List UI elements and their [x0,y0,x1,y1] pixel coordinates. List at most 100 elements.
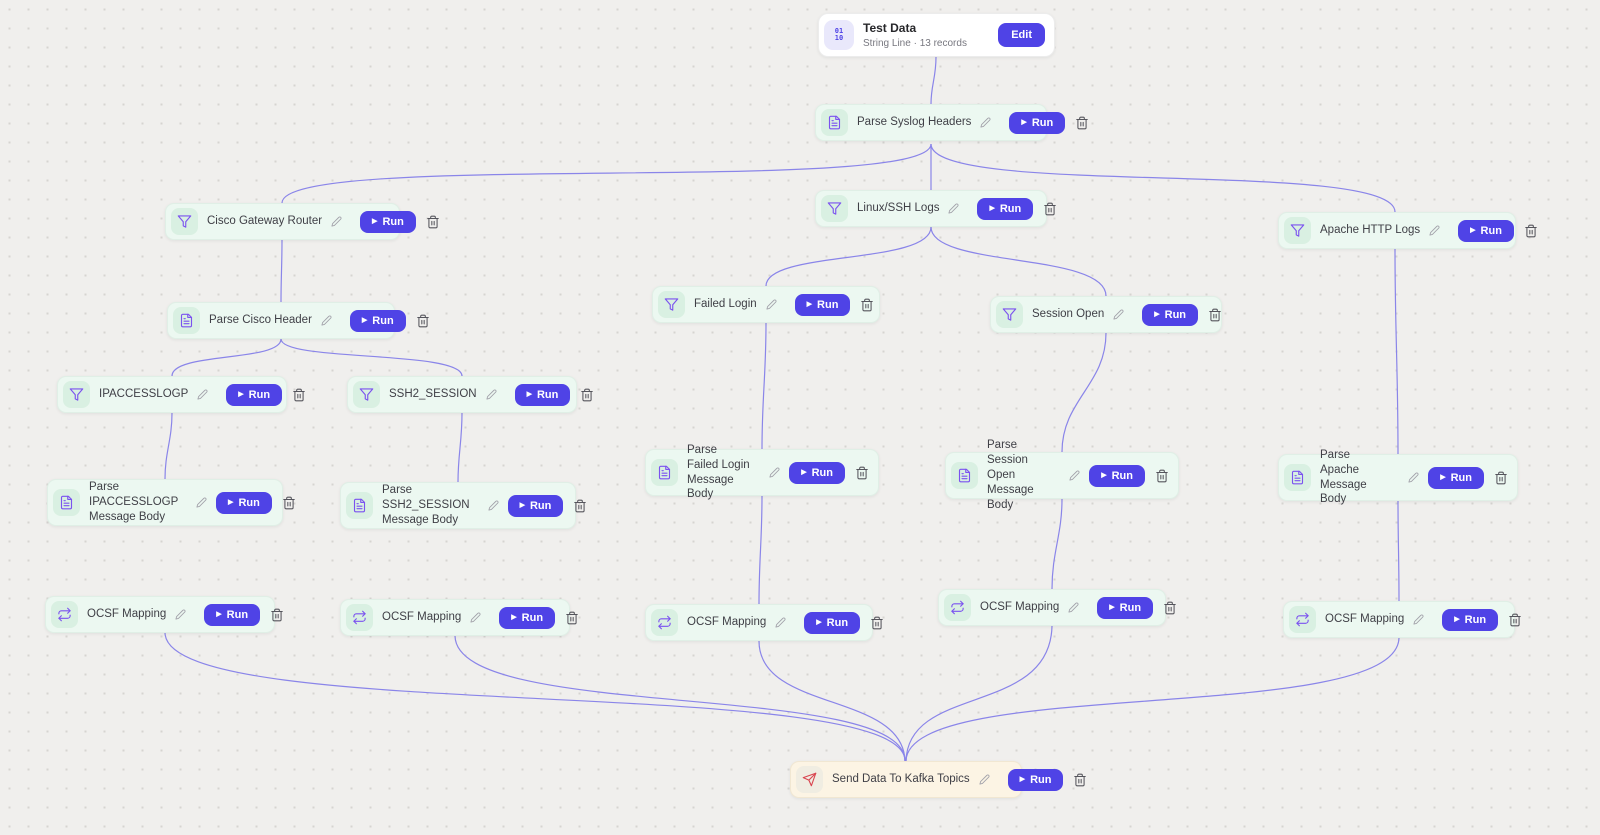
rename-pencil-icon[interactable] [769,467,780,478]
node-parse-session-open-message-body[interactable]: Parse Session Open Message Body ▶Run [945,439,1179,511]
run-button[interactable]: ▶Run [204,603,261,626]
run-button[interactable]: ▶Run [216,491,272,514]
rename-pencil-icon[interactable] [775,617,786,628]
delete-icon[interactable] [1163,601,1177,615]
node-ocsf-mapping-failed-login[interactable]: OCSF Mapping ▶Run [645,604,873,641]
delete-icon[interactable] [270,608,284,622]
run-label: Run [536,388,559,401]
run-button[interactable]: ▶Run [1089,464,1145,487]
delete-icon[interactable] [580,388,594,402]
delete-icon[interactable] [565,611,579,625]
rename-pencil-icon[interactable] [486,389,497,400]
node-subtitle: String Line · 13 records [863,38,967,50]
delete-icon[interactable] [282,496,296,510]
node-apache-http-logs[interactable]: Apache HTTP Logs ▶Run [1278,212,1516,249]
delete-icon[interactable] [1155,469,1169,483]
delete-icon[interactable] [1075,116,1089,130]
rename-pencil-icon[interactable] [175,609,186,620]
node-parse-ssh2-session-message-body[interactable]: Parse SSH2_SESSION Message Body ▶Run [340,482,576,529]
node-parse-failed-login-message-body[interactable]: Parse Failed Login Message Body ▶Run [645,444,879,500]
rename-pencil-icon[interactable] [980,117,991,128]
edge [164,412,173,480]
rename-pencil-icon[interactable] [197,389,208,400]
node-parse-apache-message-body[interactable]: Parse Apache Message Body ▶Run [1278,449,1518,505]
delete-icon[interactable] [1043,202,1057,216]
delete-icon[interactable] [573,499,587,513]
node-session-open[interactable]: Session Open ▶Run [990,296,1222,333]
play-icon: ▶ [372,218,378,225]
delete-icon[interactable] [855,466,869,480]
node-title: OCSF Mapping [980,601,1060,614]
run-label: Run [1031,116,1054,129]
delete-icon[interactable] [1208,308,1222,322]
delete-icon[interactable] [1494,471,1508,485]
node-title: Parse Session Open Message Body [987,439,1034,511]
node-cisco-gateway-router[interactable]: Cisco Gateway Router ▶Run [165,203,400,240]
rename-pencil-icon[interactable] [948,203,959,214]
rename-pencil-icon[interactable] [488,500,499,511]
rename-pencil-icon[interactable] [331,216,342,227]
node-title: Parse SSH2_SESSION Message Body [382,484,470,526]
node-parse-cisco-header[interactable]: Parse Cisco Header ▶Run [167,302,395,339]
run-button[interactable]: ▶Run [1458,219,1514,242]
node-failed-login[interactable]: Failed Login ▶Run [652,286,880,323]
run-button[interactable]: ▶Run [1009,111,1066,134]
run-button[interactable]: ▶Run [349,309,406,332]
node-ocsf-mapping-session-open[interactable]: OCSF Mapping ▶Run [938,589,1166,626]
run-button[interactable]: ▶ Run [360,210,416,233]
run-button[interactable]: ▶Run [507,494,564,517]
node-ocsf-mapping-apache[interactable]: OCSF Mapping ▶Run [1283,601,1515,638]
run-button[interactable]: ▶Run [226,383,283,406]
filter-icon [821,195,848,222]
run-button[interactable]: ▶Run [499,606,556,629]
run-button[interactable]: ▶Run [1007,768,1064,791]
delete-icon[interactable] [870,616,884,630]
run-button[interactable]: ▶Run [789,461,845,484]
node-parse-syslog-headers[interactable]: Parse Syslog Headers ▶Run [815,104,1047,141]
rename-pencil-icon[interactable] [1113,309,1124,320]
node-title: Parse IPACCESSLOGP Message Body [89,481,179,523]
delete-icon[interactable] [1508,613,1522,627]
play-icon: ▶ [1019,776,1026,783]
rename-pencil-icon[interactable] [979,774,990,785]
run-button[interactable]: ▶Run [804,611,861,634]
node-title: Test Data [863,20,917,35]
run-button[interactable]: ▶Run [1097,596,1154,619]
delete-icon[interactable] [426,215,440,229]
play-icon: ▶ [1470,227,1476,234]
delete-icon[interactable] [860,298,874,312]
loop-icon [346,604,373,631]
delete-icon[interactable] [292,388,306,402]
rename-pencil-icon[interactable] [1408,472,1419,483]
rename-pencil-icon[interactable] [470,612,481,623]
node-parse-ipaccesslogp-message-body[interactable]: Parse IPACCESSLOGP Message Body ▶Run [47,479,283,526]
rename-pencil-icon[interactable] [1068,602,1079,613]
run-button[interactable]: ▶Run [1142,303,1199,326]
rename-pencil-icon[interactable] [196,497,207,508]
rename-pencil-icon[interactable] [321,315,332,326]
run-button[interactable]: ▶Run [977,197,1034,220]
run-label: Run [382,215,404,228]
run-button[interactable]: ▶Run [514,383,571,406]
run-label: Run [811,466,833,479]
rename-pencil-icon[interactable] [766,299,777,310]
delete-icon[interactable] [1524,224,1538,238]
edit-button[interactable]: Edit [998,23,1045,47]
delete-icon[interactable] [1073,773,1087,787]
rename-pencil-icon[interactable] [1429,225,1440,236]
delete-icon[interactable] [416,314,430,328]
node-linux-ssh-logs[interactable]: Linux/SSH Logs ▶Run [815,190,1047,227]
node-ipaccesslogp[interactable]: IPACCESSLOGP ▶Run [57,376,287,413]
rename-pencil-icon[interactable] [1413,614,1424,625]
node-send-data-to-kafka-topics[interactable]: Send Data To Kafka Topics ▶Run [790,761,1022,798]
node-ssh2-session[interactable]: SSH2_SESSION ▶Run [347,376,577,413]
node-title: Send Data To Kafka Topics [832,773,970,786]
node-ocsf-mapping-cisco-ipaccesslogp[interactable]: OCSF Mapping ▶Run [45,596,275,633]
run-button[interactable]: ▶Run [1442,608,1499,631]
run-button[interactable]: ▶Run [1428,466,1484,489]
rename-pencil-icon[interactable] [1069,470,1080,481]
node-ocsf-mapping-cisco-ssh2[interactable]: OCSF Mapping ▶Run [340,599,570,636]
run-button[interactable]: ▶Run [794,293,851,316]
